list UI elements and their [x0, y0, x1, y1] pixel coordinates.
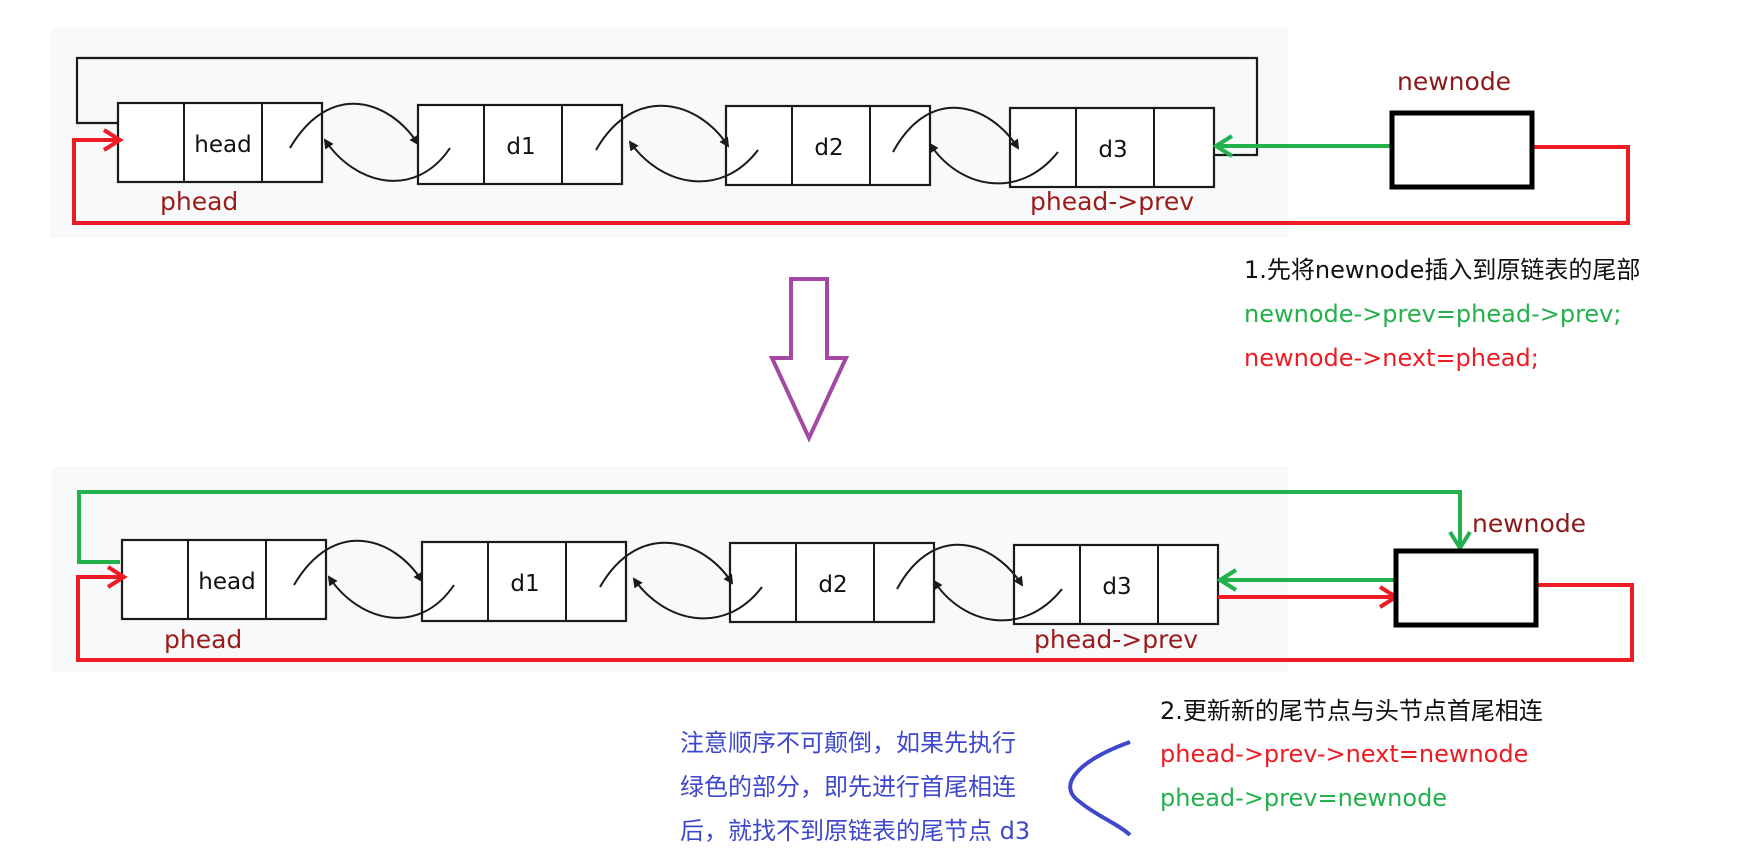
top-outer-loop: [75, 56, 1259, 157]
next-link-arrow: [599, 541, 734, 588]
bottom-node-d2: d2: [728, 541, 936, 624]
top-tail-label: phead->prev: [1030, 187, 1194, 216]
green-arrowhead: [1216, 568, 1238, 592]
warning-line-2: 绿色的部分，即先进行首尾相连: [680, 773, 1016, 801]
bottom-diagram: head d1 d2 d3: [52, 466, 1634, 672]
bottom-node-d3: d3: [1012, 543, 1220, 626]
bottom-node-d1: d1: [420, 540, 628, 623]
prev-link-arrow: [632, 577, 763, 620]
down-arrow-icon: [768, 277, 850, 443]
prev-link-arrow: [323, 138, 451, 182]
node-label: d1: [506, 134, 535, 160]
top-newnode-label: newnode: [1397, 67, 1511, 96]
top-red-next-pointer: [72, 138, 1630, 225]
brace-icon: [1068, 740, 1132, 837]
bottom-node-head: head: [120, 538, 328, 621]
step2-title: 2.更新新的尾节点与头节点首尾相连: [1160, 697, 1543, 725]
top-node-head: head: [116, 101, 324, 184]
step1-red-code: newnode->next=phead;: [1244, 344, 1539, 372]
red-arrowhead: [102, 128, 124, 152]
top-diagram: head d1 d2 d3: [50, 28, 1630, 238]
next-link-arrow: [293, 540, 424, 586]
top-phead-label: phead: [160, 187, 238, 216]
step2-red-code: phead->prev->next=newnode: [1160, 740, 1529, 768]
node-label: d3: [1102, 574, 1131, 600]
bottom-newnode-label: newnode: [1472, 509, 1586, 538]
bottom-phead-label: phead: [164, 625, 242, 654]
node-label: head: [198, 569, 255, 595]
next-link-arrow: [289, 103, 420, 149]
top-node-d3: d3: [1008, 106, 1216, 189]
prev-link-arrow: [327, 575, 455, 619]
step1-title: 1.先将newnode插入到原链表的尾部: [1244, 256, 1641, 284]
next-link-arrow: [595, 104, 730, 151]
red-arrowhead: [106, 565, 128, 589]
bottom-tail-label: phead->prev: [1034, 625, 1198, 654]
node-label: d2: [814, 135, 843, 161]
bottom-links: [293, 540, 1063, 622]
warning-line-1: 注意顺序不可颠倒，如果先执行: [680, 729, 1016, 757]
green-arrowhead: [1212, 134, 1234, 158]
next-link-arrow: [896, 544, 1024, 590]
step1-green-code: newnode->prev=phead->prev;: [1244, 300, 1622, 328]
step2-green-code: phead->prev=newnode: [1160, 784, 1448, 812]
warning-line-3: 后，就找不到原链表的尾节点 d3: [680, 817, 1031, 845]
prev-link-arrow: [932, 579, 1063, 622]
bottom-red-next-pointer: [76, 575, 1634, 662]
node-label: d2: [818, 572, 847, 598]
top-node-d2: d2: [724, 104, 932, 187]
green-arrowhead: [1448, 530, 1472, 552]
node-label: d1: [510, 571, 539, 597]
bottom-newnode-box: [1393, 548, 1539, 628]
prev-link-arrow: [928, 142, 1059, 185]
top-newnode-box: [1389, 110, 1535, 190]
prev-link-arrow: [628, 140, 759, 183]
next-link-arrow: [892, 107, 1020, 153]
bottom-green-prev-pointer: [77, 490, 1462, 564]
top-links: [289, 103, 1059, 185]
top-node-d1: d1: [416, 103, 624, 186]
node-label: d3: [1098, 137, 1127, 163]
node-label: head: [194, 132, 251, 158]
